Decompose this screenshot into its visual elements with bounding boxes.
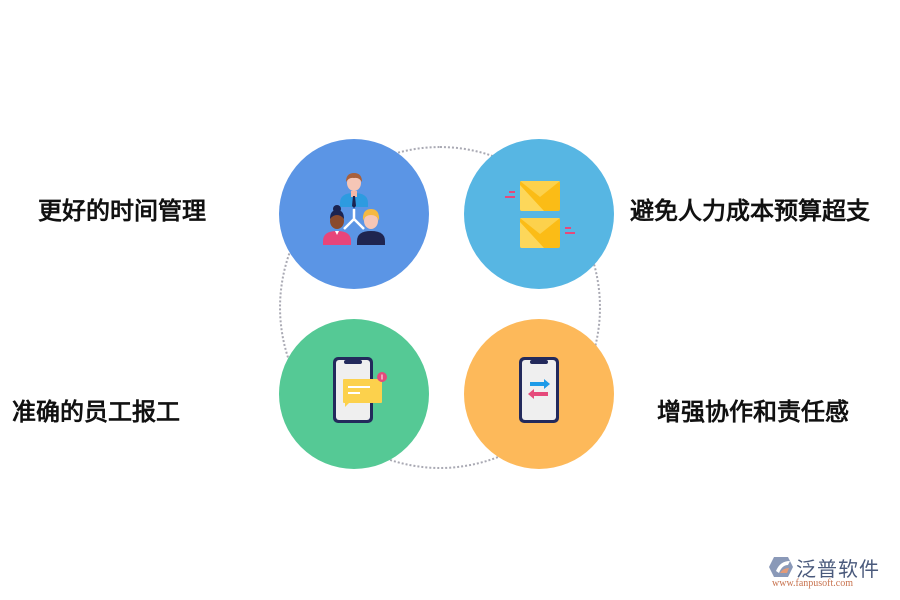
- label-budget: 避免人力成本预算超支: [630, 197, 870, 225]
- phone-transfer-icon: [519, 357, 559, 423]
- label-work-report: 准确的员工报工: [12, 398, 180, 426]
- team-hierarchy-icon: [323, 173, 385, 245]
- brand-logo: 泛普软件 www.fanpusoft.com: [768, 553, 898, 593]
- logo-url: www.fanpusoft.com: [772, 578, 854, 589]
- logo-mark-icon: [769, 557, 793, 577]
- circle-collaboration: [464, 319, 614, 469]
- label-time-management: 更好的时间管理: [38, 197, 206, 225]
- envelopes-icon: [505, 181, 575, 248]
- dotted-connector-ring: [279, 146, 601, 469]
- circle-work-report: [279, 319, 429, 469]
- logo-name: 泛普软件: [796, 557, 880, 581]
- label-collaboration: 增强协作和责任感: [657, 398, 849, 426]
- circle-time-management: [279, 139, 429, 289]
- phone-message-icon: [333, 357, 387, 423]
- circle-budget: [464, 139, 614, 289]
